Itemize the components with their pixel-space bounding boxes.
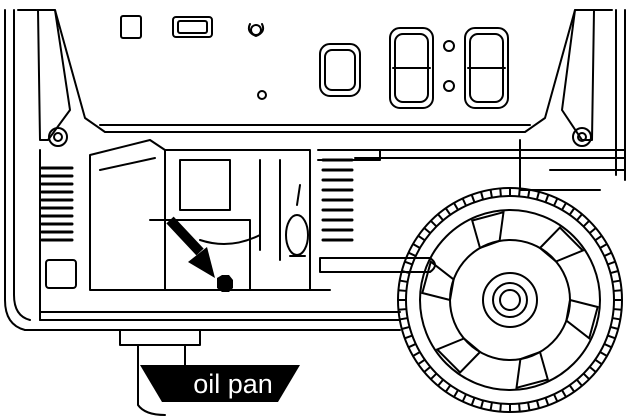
tread-notch [404, 334, 413, 340]
tread-notch [461, 393, 467, 402]
tread-notch [589, 227, 597, 234]
tread-notch [461, 198, 467, 207]
wheel-spoke [421, 259, 455, 302]
wheel-spoke [435, 337, 482, 374]
tread-notch [470, 194, 476, 203]
tread-notch [399, 279, 408, 283]
tread-notch [594, 234, 603, 242]
tread-notch [444, 384, 452, 393]
right-frame [561, 9, 626, 181]
tread-notch [489, 189, 493, 198]
tread-notch [594, 358, 603, 366]
tread-notch [499, 188, 502, 197]
tread-notch [408, 343, 417, 349]
tread-notch [610, 270, 619, 275]
tread-notch [607, 260, 616, 266]
tread-notch [499, 403, 502, 412]
tread-notch [582, 372, 590, 380]
tread-notch [518, 403, 521, 412]
left-frame [4, 9, 71, 331]
tread-notch [535, 191, 540, 200]
tread-notch [437, 379, 444, 387]
tread-notch [412, 351, 421, 357]
tread-notch [599, 351, 608, 357]
tread-notch [610, 325, 619, 330]
tread-notch [489, 402, 493, 411]
tread-notch [568, 384, 576, 393]
tread-notch [430, 220, 438, 228]
tread-notch [398, 289, 407, 292]
tread-notch [527, 189, 531, 198]
tread-notch [399, 317, 408, 321]
tread-notch [576, 379, 583, 387]
tread-notch [423, 366, 431, 373]
wheel-spoke [470, 210, 505, 250]
oil-fill-cap [285, 184, 309, 257]
tread-notch [607, 334, 616, 340]
tread-notch [603, 251, 612, 257]
tread-notch [437, 213, 444, 221]
tread-notch [553, 393, 559, 402]
tread-notch [544, 397, 550, 406]
tread-notch [518, 188, 521, 197]
tread-notch [576, 213, 583, 221]
engine-block [89, 139, 331, 291]
tread-notch [401, 325, 410, 330]
tread-notch [589, 366, 597, 373]
control-panel [54, 9, 576, 133]
oil-drain-plug [217, 275, 233, 292]
tread-notch [613, 308, 622, 311]
tread-notch [430, 372, 438, 380]
tread-notch [582, 220, 590, 228]
wheel-spoke [515, 350, 550, 390]
tread-notch [599, 243, 608, 249]
tread-notch [453, 202, 459, 211]
tread-notch [612, 279, 621, 283]
fin-cap [317, 149, 381, 161]
tread-notch [535, 400, 540, 409]
callout-banner [140, 365, 300, 402]
wheel-spoke [565, 298, 599, 341]
tread-notch [544, 194, 550, 203]
tread-notch [404, 260, 413, 266]
arrow-pointer-icon [166, 216, 215, 278]
tread-notch [480, 400, 485, 409]
tread-notch [603, 343, 612, 349]
tread-notch [561, 389, 567, 398]
tread-notch [423, 227, 431, 234]
tread-notch [553, 198, 559, 207]
tread-notch [612, 317, 621, 321]
tread-notch [412, 243, 421, 249]
tread-notch [444, 207, 452, 216]
outlets [257, 27, 509, 109]
wheel [397, 187, 623, 413]
tread-notch [417, 358, 426, 366]
wheel-spoke [538, 226, 585, 263]
tread-notch [417, 234, 426, 242]
tread-notch [613, 289, 622, 292]
tread-notch [408, 251, 417, 257]
tread-notch [401, 270, 410, 275]
tread-notch [568, 207, 576, 216]
tread-notch [453, 389, 459, 398]
tread-notch [527, 402, 531, 411]
tread-notch [561, 202, 567, 211]
tread-notch [480, 191, 485, 200]
oil-pan-label: oil pan [193, 369, 273, 399]
left-cooling-fins [40, 166, 74, 242]
tread-notch [398, 308, 407, 311]
tread-notch [470, 397, 476, 406]
right-cooling-fins [321, 158, 354, 242]
frame-bolts [48, 127, 592, 147]
left-bracket [45, 259, 77, 289]
